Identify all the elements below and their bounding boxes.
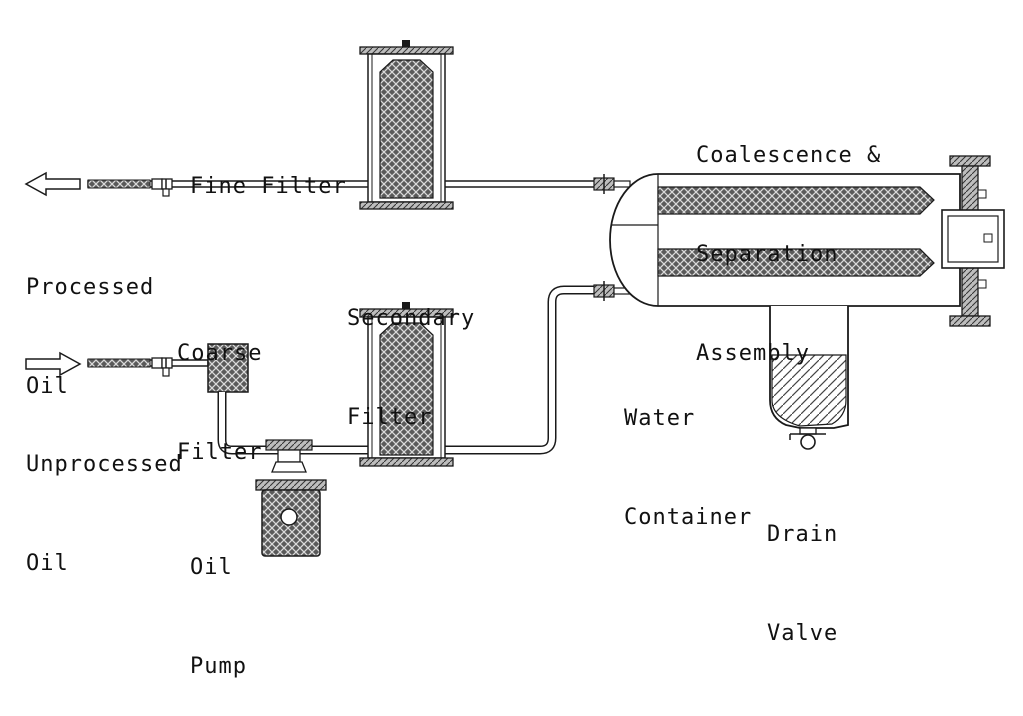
fine-filter bbox=[359, 40, 454, 210]
water-container bbox=[769, 306, 849, 429]
inlet-valve-icon bbox=[151, 357, 173, 377]
right-arrow-icon bbox=[25, 351, 82, 377]
secondary-filter-element bbox=[379, 322, 434, 456]
fine-filter-element bbox=[379, 59, 434, 199]
coalescing-element-upper bbox=[657, 186, 935, 215]
coarse-filter-label: Coarse Filter bbox=[177, 341, 263, 465]
inlet-pipe-segment bbox=[87, 358, 151, 368]
vessel-end-flange bbox=[941, 155, 1005, 327]
coalescence-separation-vessel bbox=[609, 173, 961, 307]
unprocessed-oil-label: Unprocessed Oil bbox=[26, 452, 183, 576]
processed-oil-label: Processed Oil bbox=[26, 275, 155, 399]
fine-filter-label: Fine Filter bbox=[190, 174, 347, 199]
drain-valve bbox=[789, 427, 826, 450]
coalescence-assembly-label: Coalescence & Separation Assembly bbox=[696, 143, 882, 366]
oil-filtration-diagram bbox=[24, 40, 1005, 557]
main-pipe bbox=[217, 285, 598, 455]
separator-upper-fitting bbox=[593, 174, 631, 194]
water-container-label: Water Container bbox=[624, 406, 753, 530]
outlet-pipe-segment bbox=[87, 179, 151, 189]
outlet-valve-icon bbox=[151, 178, 173, 197]
left-arrow-icon bbox=[24, 171, 81, 197]
water-level-fill bbox=[771, 354, 847, 427]
pump-coupling bbox=[265, 439, 313, 473]
coarse-filter bbox=[207, 343, 249, 393]
oil-pump-label: Oil Pump bbox=[190, 555, 247, 679]
pump-rotor-icon bbox=[280, 508, 298, 526]
drain-valve-label: Drain Valve bbox=[767, 522, 839, 646]
drain-valve-handle-icon bbox=[800, 434, 816, 450]
oil-pump bbox=[255, 479, 327, 557]
separator-cartridge bbox=[941, 209, 1005, 269]
coalescing-element-lower bbox=[657, 248, 935, 277]
secondary-filter bbox=[359, 302, 454, 467]
secondary-filter-label: Secondary Filter bbox=[347, 306, 476, 430]
